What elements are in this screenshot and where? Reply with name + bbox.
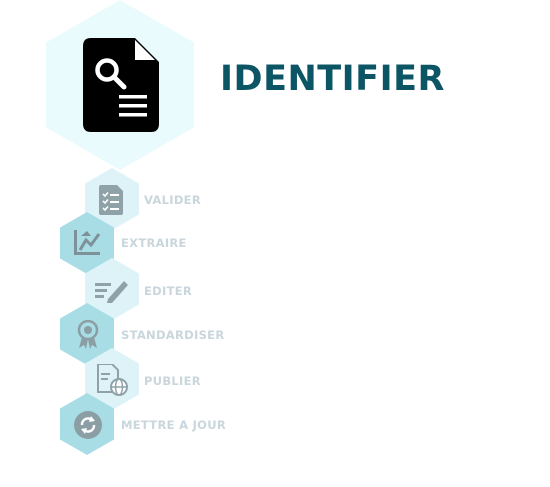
publish-globe-icon [97,364,128,396]
step-label: EDITER [144,284,193,298]
extract-chart-icon [74,230,101,255]
refresh-icon [74,411,102,439]
step-label: PUBLIER [144,374,201,388]
award-badge-icon [77,320,99,349]
checklist-icon [99,185,123,215]
step-label: STANDARDISER [121,328,225,342]
edit-pencil-icon [95,281,128,303]
step-label: METTRE A JOUR [121,418,227,432]
page-title: IDENTIFIER [220,59,445,99]
step-label: VALIDER [144,193,201,207]
document-search-icon [83,38,159,132]
step-label: EXTRAIRE [121,236,187,250]
